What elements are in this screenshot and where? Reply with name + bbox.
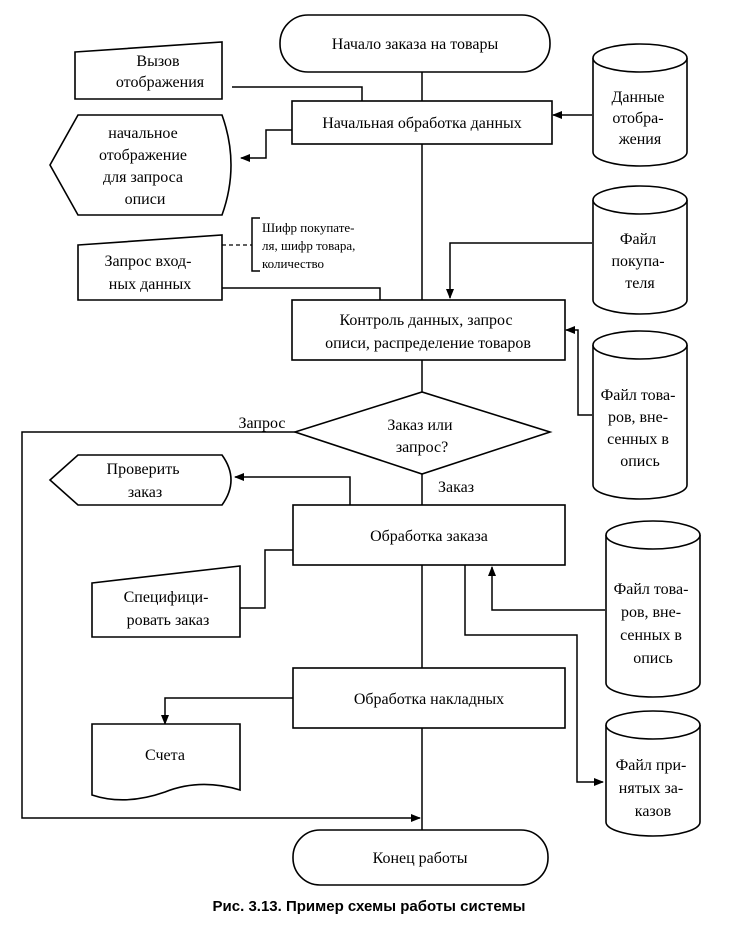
branch-request-label: Запрос	[239, 415, 286, 432]
end-terminator	[292, 829, 549, 886]
display-call-label: Вызов отображения	[116, 53, 205, 91]
connector-order-to-check	[234, 473, 351, 505]
accepted-orders-file-storage	[605, 710, 701, 837]
input-request-manual-input	[77, 234, 223, 301]
data-control-label: Контроль данных, запрос описи, распредел…	[325, 312, 531, 352]
display-call-manual-input	[74, 41, 223, 100]
connector-specify-to-order	[240, 549, 293, 609]
check-order-label: Проверить заказ	[107, 461, 184, 501]
goods-file-2-label: Файл това- ров, вне- сенных в опись	[614, 581, 693, 667]
order-processing-process	[292, 504, 566, 566]
connector-order-to-accepted	[464, 565, 604, 786]
start-terminator	[279, 14, 551, 73]
connector-input-to-control	[222, 287, 381, 300]
annotation-text: Шифр покупате- ля, шифр товара, количест…	[262, 220, 359, 271]
goods-file-2-storage	[605, 520, 701, 698]
specify-order-label: Специфици- ровать заказ	[124, 589, 213, 629]
connector-goods1-to-control	[565, 326, 592, 416]
end-label: Конец работы	[373, 850, 468, 867]
connectors	[21, 72, 605, 830]
input-request-label: Запрос вход- ных данных	[105, 253, 196, 293]
initial-processing-label: Начальная обработка данных	[322, 115, 522, 132]
data-control-process	[291, 299, 566, 361]
check-order-display	[48, 454, 232, 506]
accepted-orders-file-label: Файл при- нятых за- казов	[616, 757, 691, 820]
connector-call-to-processing	[232, 86, 363, 101]
connector-processing-to-display	[240, 129, 292, 162]
goods-file-1-label: Файл това- ров, вне- сенных в опись	[601, 387, 680, 470]
initial-display-label: начальное отображение для запроса описи	[99, 125, 191, 208]
annotation-bracket	[251, 217, 260, 272]
customer-file-label: Файл покупа- теля	[611, 231, 668, 292]
connector-invoice-to-doc	[161, 697, 293, 725]
display-data-label: Данные отобра- жения	[612, 89, 669, 148]
invoices-document	[91, 723, 241, 801]
invoice-processing-process	[292, 667, 566, 729]
connector-goods2-to-order	[488, 566, 605, 611]
specify-order-manual-input	[91, 565, 241, 638]
invoice-processing-label: Обработка накладных	[354, 691, 504, 708]
connector-request-branch	[21, 431, 421, 822]
display-data-storage	[592, 43, 688, 167]
order-processing-label: Обработка заказа	[370, 528, 488, 545]
invoices-label: Счета	[145, 747, 185, 764]
decision-label: Заказ или запрос?	[387, 417, 456, 456]
figure-caption: Рис. 3.13. Пример схемы работы системы	[213, 898, 526, 915]
start-label: Начало заказа на товары	[332, 36, 499, 53]
branch-order-label: Заказ	[438, 479, 474, 496]
customer-file-storage	[592, 185, 688, 315]
initial-processing-process	[291, 100, 553, 145]
goods-file-1-storage	[592, 330, 688, 500]
connector-customer-to-control	[446, 242, 592, 299]
order-or-request-decision	[292, 391, 553, 475]
initial-display-display	[49, 114, 232, 216]
